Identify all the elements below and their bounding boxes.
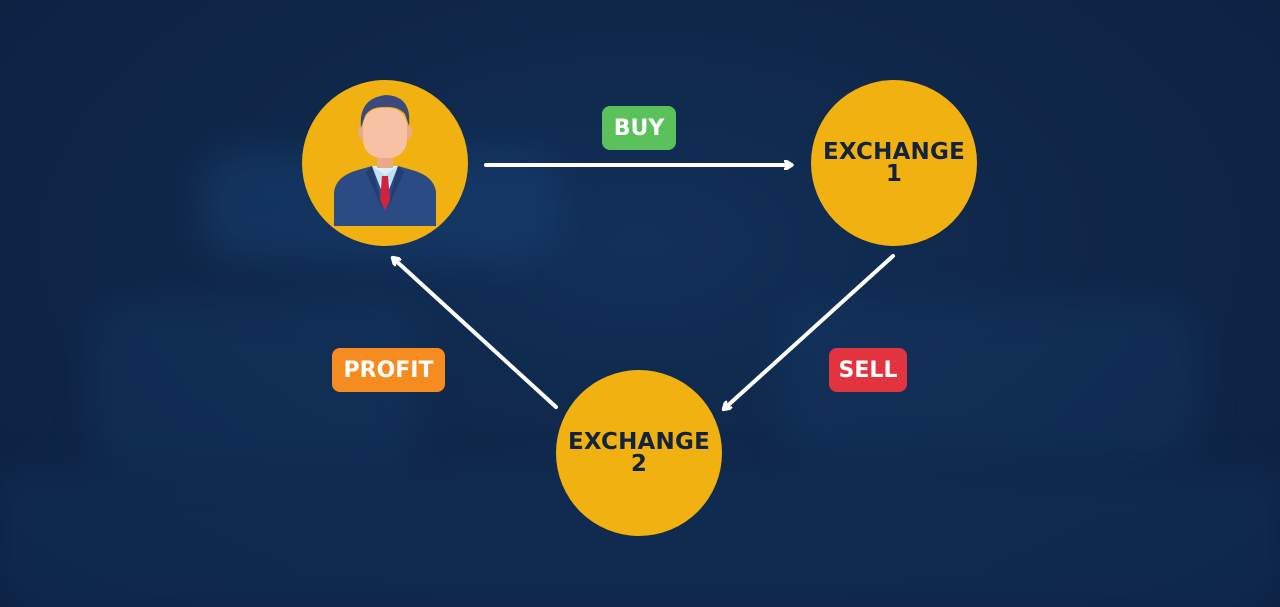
businessman-icon — [334, 95, 436, 226]
sell-arrow — [725, 254, 895, 408]
exchange-1-label: EXCHANGE 1 — [823, 139, 965, 187]
exchange-1-title: EXCHANGE — [823, 139, 965, 165]
exchange-2-label: EXCHANGE 2 — [568, 429, 710, 477]
trader-node — [302, 80, 468, 246]
exchange-2-node: EXCHANGE 2 — [556, 370, 722, 536]
exchange-2-number: 2 — [630, 451, 648, 477]
profit-tag: PROFIT — [332, 348, 445, 392]
profit-arrow — [394, 259, 558, 409]
exchange-2-title: EXCHANGE — [568, 429, 710, 455]
exchange-1-number: 1 — [885, 161, 903, 187]
exchange-1-node: EXCHANGE 1 — [811, 80, 977, 246]
buy-tag: BUY — [602, 106, 676, 150]
sell-tag: SELL — [829, 348, 907, 392]
